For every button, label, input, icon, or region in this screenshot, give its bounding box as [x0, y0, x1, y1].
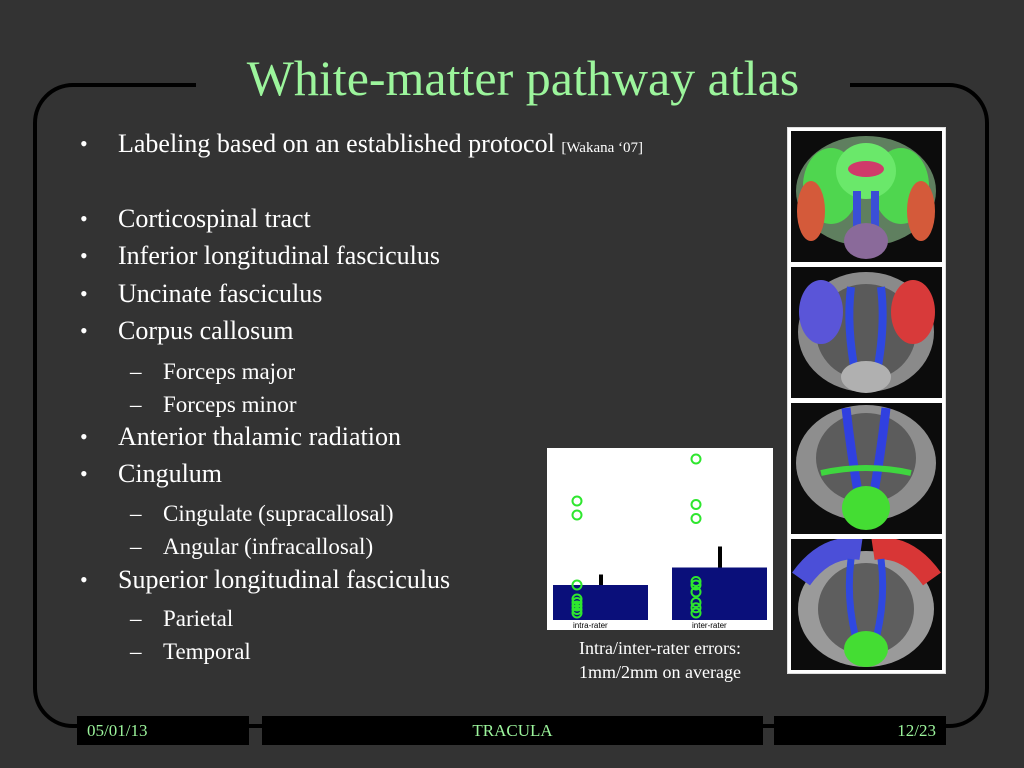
data-point: [571, 604, 583, 615]
data-point: [571, 495, 583, 507]
sub-bullet-marker: –: [130, 359, 142, 384]
sub-bullet-marker: –: [130, 392, 142, 417]
bar-intra-rater: [553, 585, 648, 620]
data-point: [690, 576, 702, 587]
data-point: [690, 579, 702, 591]
brain-slf-image: [791, 539, 942, 670]
title-backdrop: [196, 60, 850, 110]
data-point: [690, 513, 702, 524]
data-point: [690, 453, 702, 465]
brain-uncinate-ilf-image: [791, 267, 942, 398]
brain-tractography-image: [791, 131, 942, 262]
bullet-label: Labeling based on an established protoco…: [118, 129, 555, 158]
brain-image-stack: [787, 127, 946, 674]
bullet-label: Inferior longitudinal fasciculus: [118, 241, 441, 270]
sub-bullet-marker: –: [130, 606, 142, 631]
brain-corticospinal-image: [791, 403, 942, 534]
sub-bullet-text: Angular (infracallosal): [163, 534, 374, 559]
bullet-label: Corticospinal tract: [118, 204, 311, 233]
sub-bullet-text: Cingulate (supracallosal): [163, 501, 394, 526]
sub-bullet-text: Temporal: [163, 639, 251, 664]
bullet-label: Uncinate fasciculus: [118, 279, 323, 308]
data-point: [690, 597, 702, 608]
bullet-text: Inferior longitudinal fasciculus: [118, 240, 440, 272]
bullet-label: Cingulum: [118, 459, 223, 488]
sub-bullet-marker: –: [130, 501, 142, 526]
data-point: [571, 593, 583, 605]
caption-line-1: Intra/inter-rater errors:: [578, 638, 742, 658]
bullet-text: Superior longitudinal fasciculus: [118, 564, 450, 596]
bullet-marker: •: [80, 131, 88, 156]
data-point: [690, 602, 702, 614]
category-label-intra-rater: intra-rater: [573, 621, 608, 630]
chart-caption: Intra/inter-rater errors: 1mm/2mm on ave…: [547, 636, 773, 684]
sub-bullet-text: Forceps minor: [163, 392, 297, 417]
bullet-marker: •: [80, 281, 88, 306]
data-point: [571, 597, 583, 608]
footer-page-number: 12/23: [897, 721, 936, 740]
data-point: [571, 600, 583, 612]
data-point: [690, 499, 702, 510]
bullet-marker: •: [80, 318, 88, 343]
category-label-inter-rater: inter-rater: [692, 621, 727, 630]
bullet-marker: •: [80, 206, 88, 231]
bar-inter-rater: [672, 567, 767, 620]
slide-title: White-matter pathway atlas: [246, 50, 800, 106]
sub-bullet-marker: –: [130, 534, 142, 559]
data-point: [571, 579, 583, 591]
data-point: [571, 509, 583, 521]
bullet-label: Anterior thalamic radiation: [118, 422, 402, 451]
bullet-text: Anterior thalamic radiation: [118, 421, 401, 453]
rater-error-chart-svg: intra-rater inter-rater: [553, 453, 767, 630]
bullet-marker: •: [80, 567, 88, 592]
footer-date-box: 05/01/13: [77, 716, 249, 745]
bullet-marker: •: [80, 243, 88, 268]
caption-line-2: 1mm/2mm on average: [579, 662, 741, 682]
sub-bullet-marker: –: [130, 639, 142, 664]
bullet-text: Cingulum: [118, 458, 222, 490]
footer-title: TRACULA: [472, 721, 553, 740]
data-point: [571, 607, 583, 619]
footer-page-box: 12/23: [774, 716, 946, 745]
sub-bullet-text: Forceps major: [163, 359, 296, 384]
bullet-text: Corticospinal tract: [118, 203, 311, 235]
rater-error-chart: intra-rater inter-rater: [547, 448, 773, 630]
bullet-label: Corpus callosum: [118, 316, 294, 345]
bullet-label: Superior longitudinal fasciculus: [118, 565, 451, 594]
bullet-marker: •: [80, 424, 88, 449]
footer-date: 05/01/13: [87, 721, 148, 740]
bullet-text: Corpus callosum: [118, 315, 294, 347]
citation: [Wakana ‘07]: [561, 140, 643, 156]
sub-bullet-text: Parietal: [163, 606, 234, 631]
bullet-marker: •: [80, 461, 88, 486]
data-point: [690, 607, 702, 619]
bullet-text: Uncinate fasciculus: [118, 278, 322, 310]
footer-title-box: TRACULA: [262, 716, 763, 745]
bullet-text: Labeling based on an established protoco…: [118, 128, 643, 164]
data-point: [690, 586, 702, 598]
